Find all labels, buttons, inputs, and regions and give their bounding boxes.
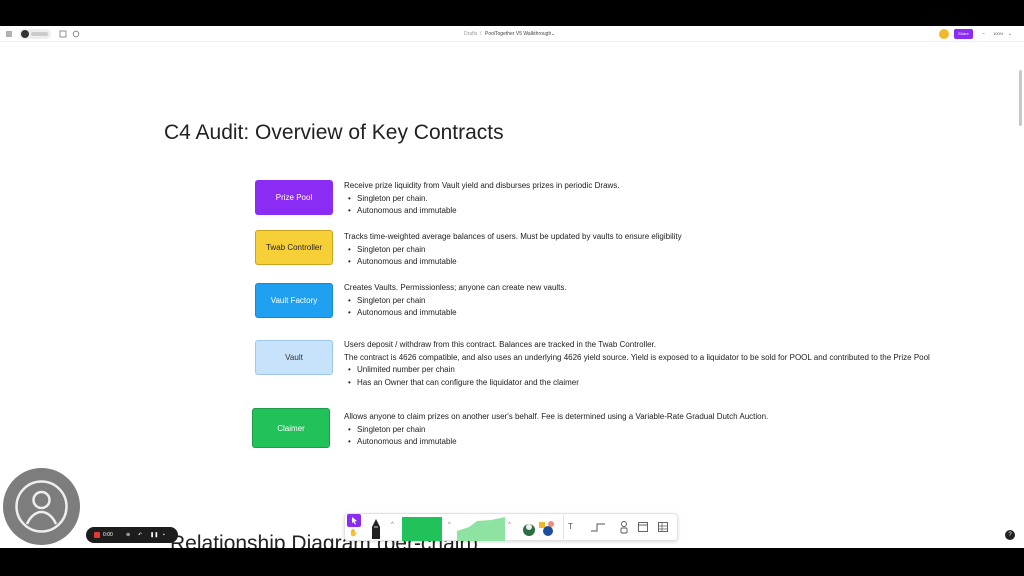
page-title: C4 Audit: Overview of Key Contracts (164, 121, 504, 144)
logo-wordmark (31, 32, 48, 36)
chevron-up-icon[interactable]: ^ (508, 522, 511, 528)
desc-line: Receive prize liquidity from Vault yield… (344, 181, 620, 190)
desc-claimer: Allows anyone to claim prizes on another… (344, 411, 768, 449)
desc-vault-factory: Creates Vaults. Permissionless; anyone c… (344, 282, 567, 320)
desc-prize-pool: Receive prize liquidity from Vault yield… (344, 180, 620, 218)
desc-line: Creates Vaults. Permissionless; anyone c… (344, 283, 567, 292)
list-item: Autonomous and immutable (344, 205, 620, 218)
app-logo-pill[interactable] (19, 29, 51, 39)
box-vault[interactable]: Vault (255, 340, 333, 375)
figjam-app: Drafts / PoolTogether V5 Walkthrough ⌄ S… (0, 26, 1024, 548)
file-title[interactable]: PoolTogether V5 Walkthrough (485, 31, 552, 37)
list-item: Autonomous and immutable (344, 256, 682, 269)
hand-icon[interactable]: ✋ (349, 530, 358, 537)
text-tool-icon[interactable]: T (568, 522, 573, 531)
vertical-scrollbar[interactable] (1019, 70, 1022, 126)
desc-line: Tracks time-weighted average balances of… (344, 232, 682, 241)
table-tool-icon[interactable] (657, 520, 669, 538)
list-item: Singleton per chain. (344, 193, 620, 206)
desc-line: Users deposit / withdraw from this contr… (344, 340, 656, 349)
recording-time: 0:00 (103, 532, 113, 538)
desc-line: The contract is 4626 compatible, and als… (344, 352, 930, 362)
recording-controls: 0:00 ⊕ ↶ ❚❚ ▪ (86, 527, 178, 543)
menu-icon[interactable] (4, 29, 14, 39)
list-item: Singleton per chain (344, 244, 682, 257)
avatar[interactable] (939, 29, 949, 39)
webcam-bubble[interactable] (3, 468, 80, 545)
shape-tool[interactable] (457, 517, 505, 546)
divider (563, 515, 564, 539)
share-button[interactable]: Share (954, 29, 973, 39)
pointer-tool-button[interactable] (347, 514, 361, 527)
zoom-level[interactable]: 100% (993, 31, 1004, 36)
list-item: Autonomous and immutable (344, 436, 768, 449)
layout-icon[interactable] (59, 29, 67, 39)
box-prize-pool[interactable]: Prize Pool (255, 180, 333, 215)
undo-icon[interactable]: ↶ (138, 532, 143, 538)
sticky-note-tool[interactable] (402, 517, 442, 541)
pause-icon[interactable]: ❚❚ (150, 532, 159, 538)
stop-icon[interactable] (94, 532, 100, 538)
zoom-out-button[interactable]: − (982, 31, 985, 37)
user-silhouette-icon (15, 480, 68, 533)
list-item: Singleton per chain (344, 295, 567, 308)
settings-icon[interactable]: ⊕ (126, 532, 131, 538)
desc-line: Allows anyone to claim prizes on another… (344, 412, 769, 421)
desc-twab-controller: Tracks time-weighted average balances of… (344, 231, 682, 269)
breadcrumb-drafts[interactable]: Drafts (464, 31, 478, 37)
marker-tool-icon[interactable] (369, 517, 383, 544)
logo-icon (21, 30, 29, 38)
chevron-up-icon[interactable]: ^ (448, 522, 451, 528)
zoom-chevron-icon[interactable]: ⌄ (1008, 31, 1013, 37)
list-item: Singleton per chain (344, 424, 768, 437)
list-item: Unlimited number per chain (344, 364, 930, 377)
tool-tray: ✋ ^ ^ ^ T (344, 513, 678, 541)
stamp-stickers-icon[interactable] (521, 518, 557, 545)
chevron-down-icon[interactable]: ⌄ (551, 31, 556, 37)
top-toolbar: Drafts / PoolTogether V5 Walkthrough ⌄ S… (0, 26, 1024, 42)
box-claimer[interactable]: Claimer (252, 408, 330, 448)
section-tool-icon[interactable] (637, 520, 649, 538)
list-item: Autonomous and immutable (344, 307, 567, 320)
comment-icon[interactable] (72, 29, 80, 39)
box-vault-factory[interactable]: Vault Factory (255, 283, 333, 318)
person-icon[interactable] (619, 520, 629, 539)
chevron-up-icon[interactable]: ^ (391, 522, 394, 528)
list-item: Has an Owner that can configure the liqu… (344, 377, 930, 390)
help-button[interactable]: ? (1005, 530, 1015, 540)
trash-icon[interactable]: ▪ (163, 532, 165, 538)
breadcrumb-separator: / (480, 31, 482, 37)
box-twab-controller[interactable]: Twab Controller (255, 230, 333, 265)
connector-tool-icon[interactable] (589, 520, 607, 538)
desc-vault: Users deposit / withdraw from this contr… (344, 339, 930, 389)
